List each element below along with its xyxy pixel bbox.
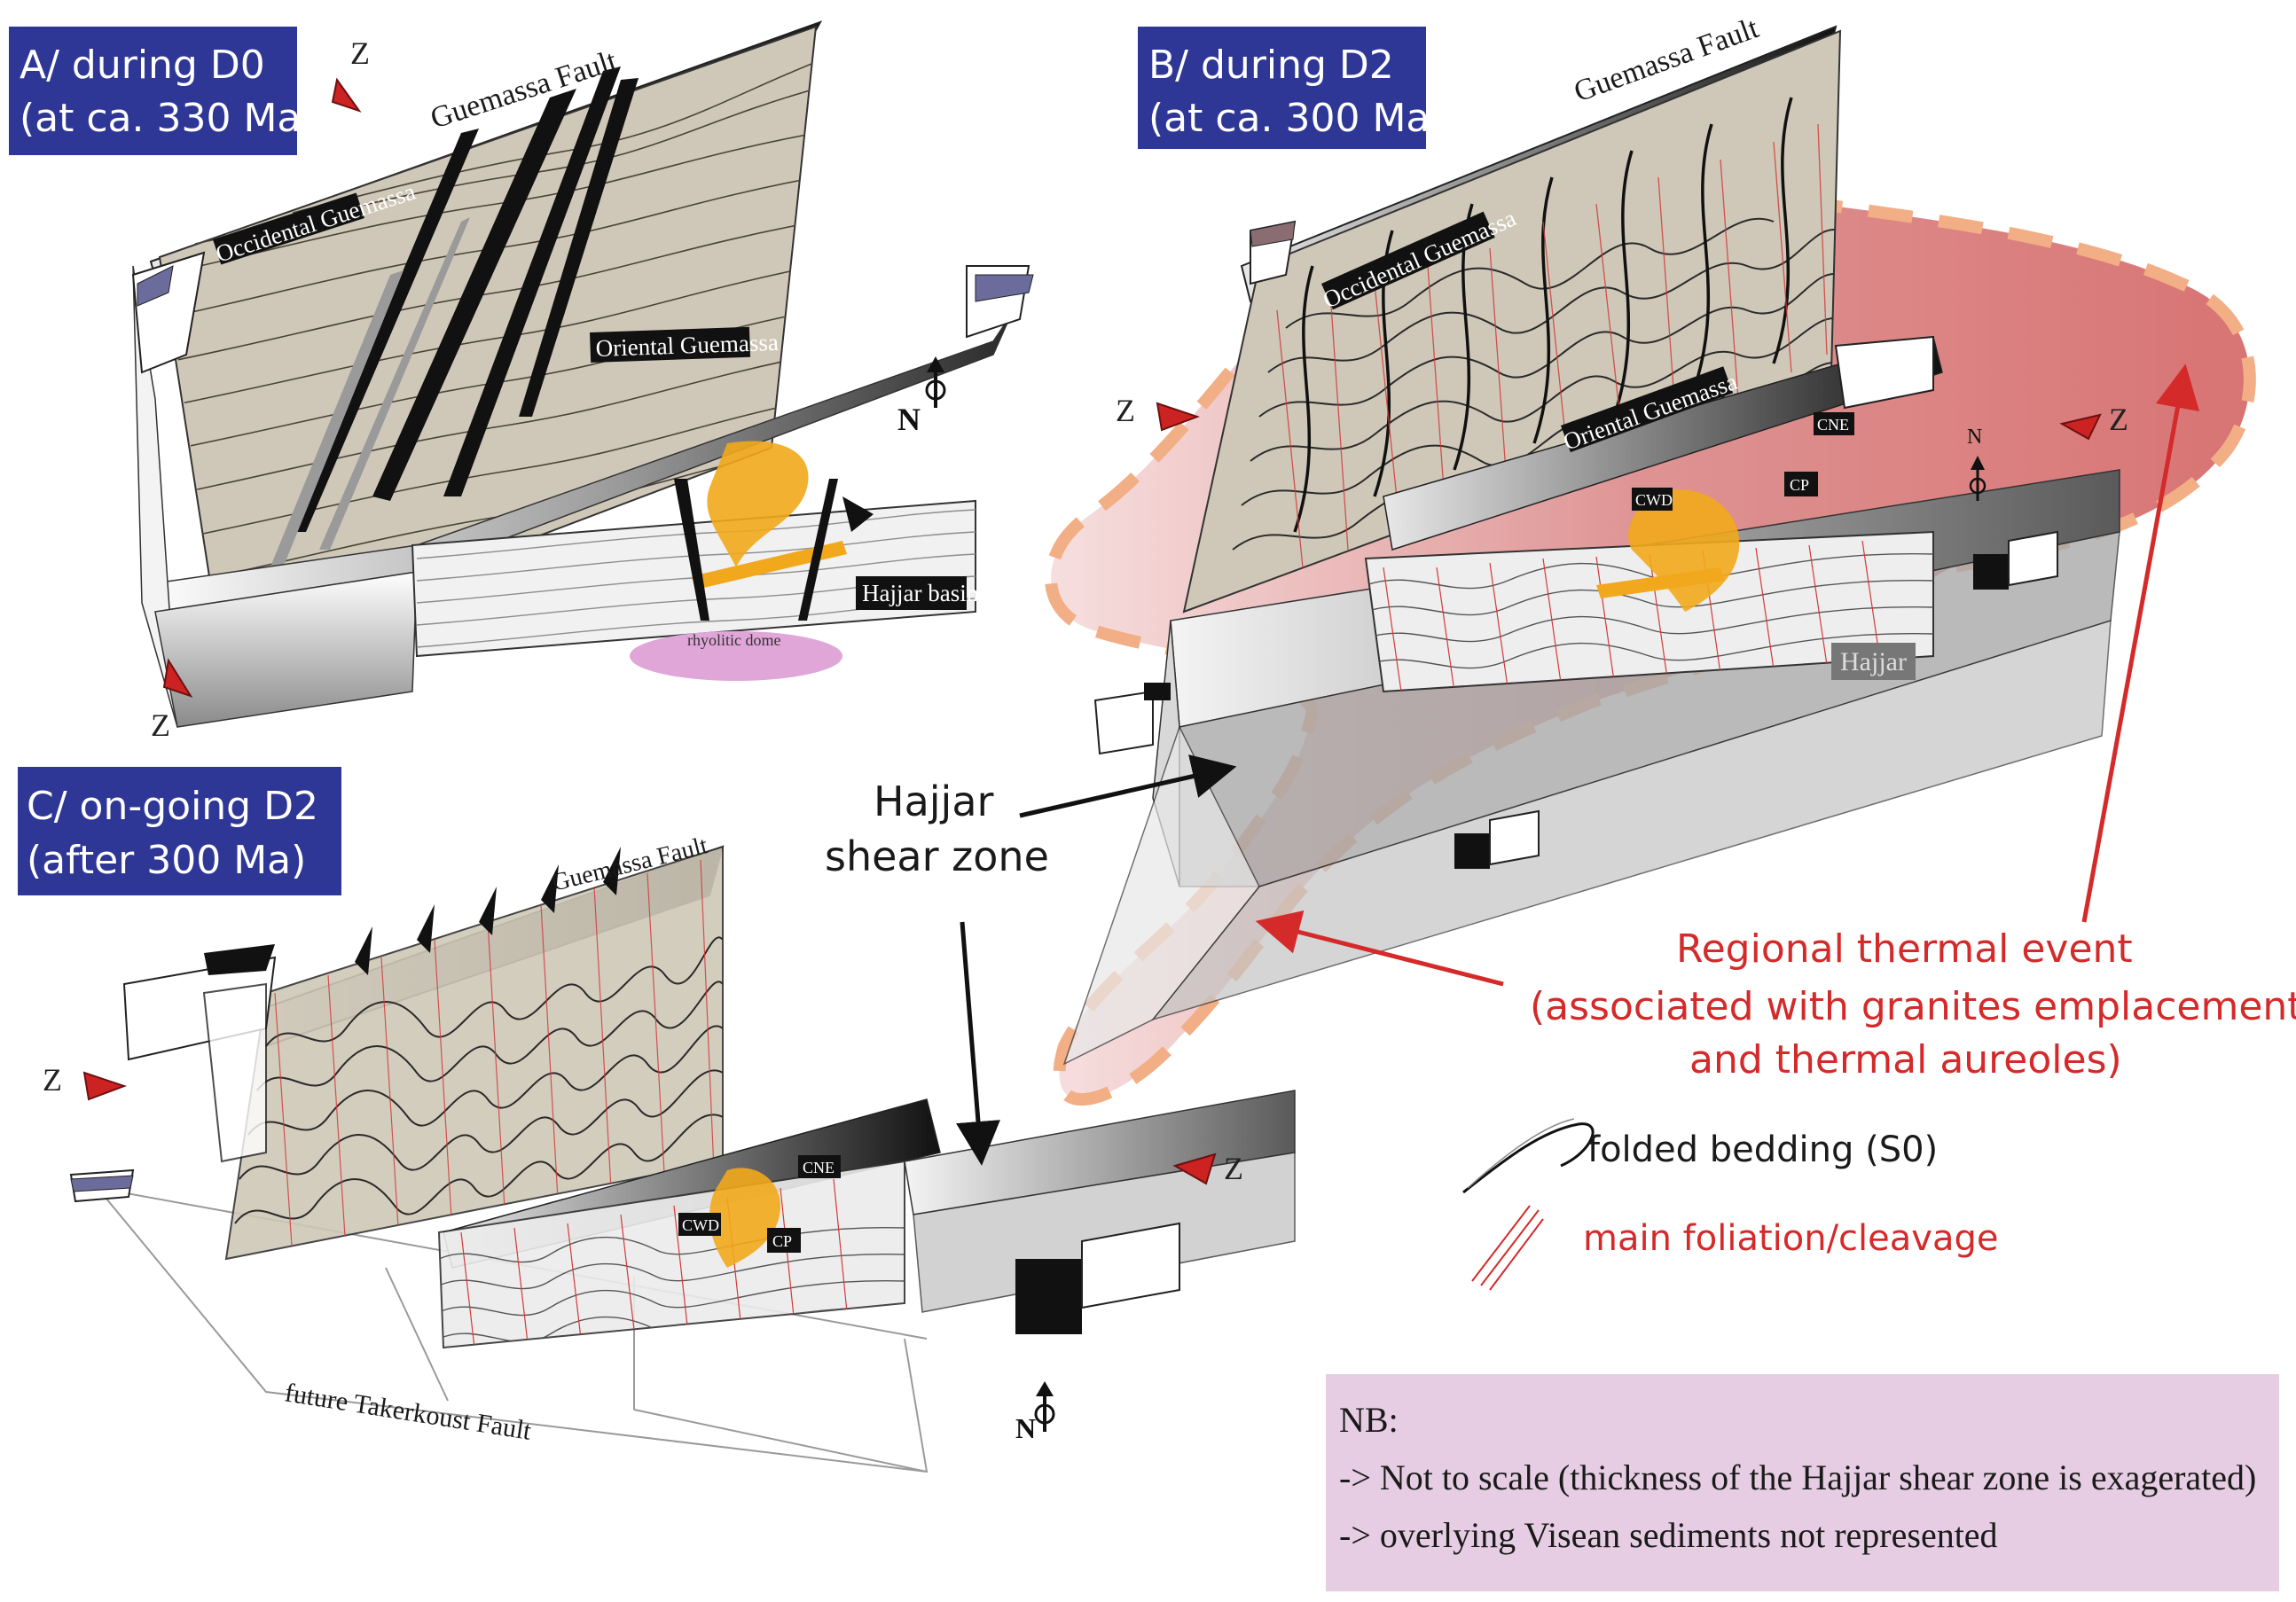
panel-b-title-line1: B/ during D2 bbox=[1148, 43, 1394, 88]
panel-a-dome-label: rhyolitic dome bbox=[687, 631, 780, 649]
shear-zone-annotation: Hajjar shear zone bbox=[825, 754, 1237, 1166]
panel-c-cne-label: CNE bbox=[803, 1159, 835, 1176]
panel-c-cwd-label: CWD bbox=[682, 1216, 719, 1234]
panel-b-cne-label: CNE bbox=[1817, 416, 1849, 434]
panel-b-z-marker-left: Z bbox=[1116, 393, 1200, 432]
panel-a-fault-slivers bbox=[293, 66, 639, 532]
note-line2: -> overlying Visean sediments not repres… bbox=[1339, 1515, 1998, 1555]
svg-text:Z: Z bbox=[151, 707, 170, 743]
thermal-label-line1: Regional thermal event bbox=[1676, 926, 2133, 972]
panel-b-hajjar-label: Hajjar bbox=[1840, 647, 1907, 676]
thermal-label-line3: and thermal aureoles) bbox=[1689, 1037, 2122, 1082]
svg-text:Z: Z bbox=[350, 35, 370, 71]
note-box: NB: -> Not to scale (thickness of the Ha… bbox=[1326, 1374, 2279, 1591]
panel-a: A/ during D0 (at ca. 330 Ma) Guemassa Fa… bbox=[9, 20, 1034, 743]
panel-c-north-arrow: N bbox=[1015, 1381, 1055, 1444]
panel-a-mineral-body bbox=[707, 441, 809, 567]
thermal-label-line2: (associated with granites emplacement bbox=[1530, 984, 2296, 1029]
panel-c-title-box bbox=[18, 767, 341, 895]
panel-c-z-marker-left: Z bbox=[43, 1062, 127, 1101]
panel-a-title-line1: A/ during D0 bbox=[20, 43, 265, 88]
panel-a-oriental-label: Oriental Guemassa bbox=[595, 329, 779, 362]
panel-b-z-marker-right: Z bbox=[2059, 402, 2128, 441]
legend-bedding-symbol bbox=[1462, 1122, 1595, 1194]
panel-c-mineral-body bbox=[709, 1168, 780, 1268]
thermal-annotation: Regional thermal event (associated with … bbox=[1255, 363, 2296, 1082]
panel-c-cp-label: CP bbox=[772, 1232, 792, 1250]
legend-bedding-label: folded bedding (S0) bbox=[1587, 1129, 1938, 1170]
panel-a-title-box bbox=[9, 27, 297, 155]
panel-b-north-arrow: N bbox=[1967, 426, 1986, 501]
panel-a-z-marker-top: Z bbox=[331, 35, 370, 113]
panel-c-fault-teeth bbox=[355, 847, 621, 975]
panel-b-title-line2: (at ca. 300 Ma) bbox=[1148, 96, 1446, 141]
legend-foliation-label: main foliation/cleavage bbox=[1583, 1218, 1998, 1259]
panel-c-title-line1: C/ on-going D2 bbox=[27, 784, 318, 829]
svg-text:Z: Z bbox=[43, 1062, 62, 1098]
svg-text:N: N bbox=[897, 402, 921, 437]
panel-c: C/ on-going D2 (after 300 Ma) Guemassa F… bbox=[18, 767, 1296, 1473]
shear-label-line1: Hajjar bbox=[874, 778, 994, 825]
svg-text:Z: Z bbox=[2109, 402, 2128, 437]
panel-b: B/ during D2 (at ca. 300 Ma) Guemassa Fa… bbox=[1045, 12, 2256, 1106]
panel-b-title-box bbox=[1138, 27, 1426, 149]
panel-b-cp-label: CP bbox=[1790, 476, 1809, 494]
shear-label-line2: shear zone bbox=[825, 832, 1049, 880]
note-title: NB: bbox=[1339, 1400, 1399, 1440]
panel-c-title-line2: (after 300 Ma) bbox=[27, 838, 306, 883]
svg-text:N: N bbox=[1967, 426, 1982, 449]
rhyolitic-dome bbox=[630, 631, 842, 681]
svg-text:Z: Z bbox=[1116, 393, 1135, 428]
panel-a-basin-label: Hajjar basin bbox=[862, 580, 979, 606]
panel-a-north-arrow: N bbox=[897, 356, 946, 437]
panel-b-hajjar-block bbox=[1364, 530, 1934, 693]
panel-b-cwd-label: CWD bbox=[1635, 491, 1673, 509]
svg-text:N: N bbox=[1015, 1412, 1036, 1444]
panel-a-z-marker-bottom: Z bbox=[151, 658, 193, 743]
note-line1: -> Not to scale (thickness of the Hajjar… bbox=[1339, 1457, 2256, 1497]
svg-text:Z: Z bbox=[1224, 1151, 1243, 1186]
legend: folded bedding (S0) main foliation/cleav… bbox=[1462, 1118, 1998, 1291]
panel-a-title-line2: (at ca. 330 Ma) bbox=[20, 96, 317, 141]
legend-foliation-symbol bbox=[1471, 1205, 1544, 1291]
panel-c-z-marker-right: Z bbox=[1172, 1151, 1243, 1186]
panel-c-takerkoust-label: future Takerkoust Fault bbox=[283, 1378, 534, 1446]
